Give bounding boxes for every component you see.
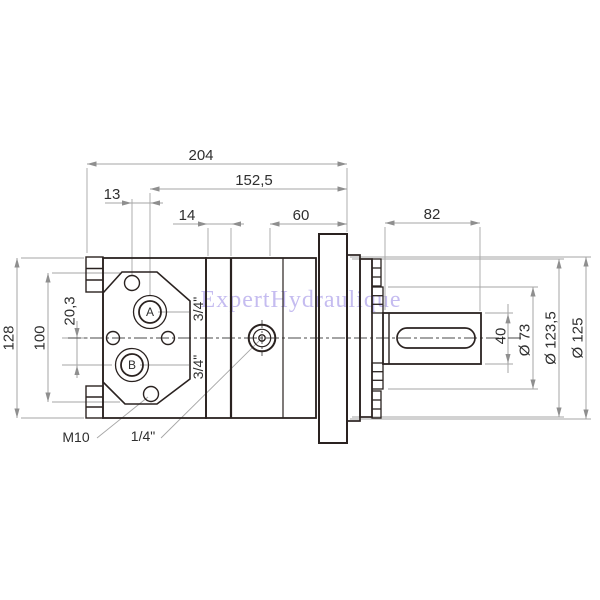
- port-a-label: A: [146, 305, 154, 319]
- watermark-text: ExpertHydraulique: [201, 287, 402, 313]
- drain-port-inner: [258, 334, 266, 342]
- stud-block-bottom-outer: [371, 390, 382, 419]
- keyway: [396, 327, 476, 349]
- port-a-bore: [138, 300, 162, 324]
- port-b-bore: [120, 353, 144, 377]
- stud-block-top-outer: [371, 258, 382, 287]
- dimension-labels: 204 152,5 13 14 60 82 128 100 20,3 40 Ø …: [1, 147, 587, 365]
- bolt-hole-top: [123, 274, 141, 292]
- dim-203-label: 20,3: [62, 296, 79, 325]
- port-b-label: B: [128, 358, 136, 372]
- port-a-size-label: 3/4": [190, 297, 206, 321]
- motor-body: [85, 233, 482, 444]
- dim-128-label: 128: [1, 325, 18, 350]
- port-b-counterbore: [114, 347, 150, 383]
- port-a-counterbore: [132, 294, 168, 330]
- mount-tab-top: [85, 256, 104, 293]
- quarter-inch-leader: [160, 340, 260, 439]
- centerlines: [68, 320, 524, 356]
- dim-40-label: 40: [493, 328, 510, 345]
- dim-125-label: Ø 125: [570, 318, 587, 359]
- dim-13-label: 13: [104, 186, 121, 203]
- leader-lines: [96, 311, 260, 439]
- port-face-plate: [102, 271, 191, 405]
- dim-100-label: 100: [32, 325, 49, 350]
- mount-tab-bottom: [85, 385, 104, 419]
- dim-60-label: 60: [293, 207, 310, 224]
- bolt-hole-bottom: [142, 385, 160, 403]
- mounting-flange: [318, 233, 348, 444]
- drain-size-label: 1/4": [131, 428, 155, 444]
- dimension-lines: [14, 161, 589, 419]
- dim-14-label: 14: [179, 207, 196, 224]
- dim-73-label: Ø 73: [517, 324, 534, 357]
- drain-port-mid: [252, 328, 272, 348]
- drain-port-outer: [247, 323, 277, 353]
- extension-lines: [21, 168, 591, 420]
- dim-1235-label: Ø 123,5: [543, 311, 560, 364]
- dim-204-label: 204: [188, 147, 213, 164]
- mounting-thread-label: M10: [62, 429, 89, 445]
- output-shaft: [382, 312, 482, 365]
- port-b-size-label: 3/4": [190, 355, 206, 379]
- port-labels: A B 3/4" 3/4" M10 1/4": [62, 297, 206, 445]
- hub-section-2: [359, 258, 373, 418]
- stud-block-top-inner: [371, 286, 384, 314]
- dim-82-label: 82: [424, 206, 441, 223]
- center-hole-left: [105, 330, 121, 346]
- dim-152-label: 152,5: [235, 172, 273, 189]
- stud-block-bottom-inner: [371, 362, 384, 390]
- center-hole-right: [160, 330, 176, 346]
